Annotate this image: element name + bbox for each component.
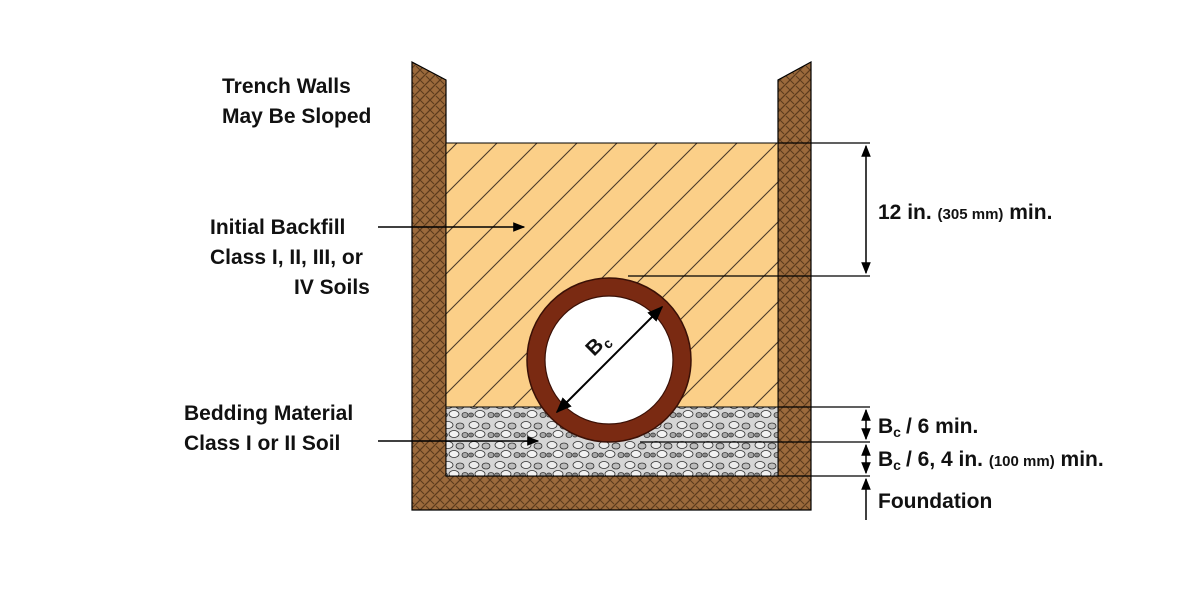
trench-walls-label-line1: Trench Walls — [222, 75, 351, 98]
initial-backfill-label-line2: Class I, II, III, or — [210, 246, 363, 269]
bedding-label-line1: Bedding Material — [184, 402, 353, 425]
cover-dimension-label: 12 in. (305 mm) min. — [878, 201, 1052, 224]
pipe-diameter-arrow — [555, 305, 664, 414]
bedding-label-line2: Class I or II Soil — [184, 432, 340, 455]
foundation-label: Foundation — [878, 490, 992, 513]
haunch-dimension-label: Bc/ 6 min. — [878, 415, 978, 440]
trench-walls-label-line2: May Be Sloped — [222, 105, 371, 128]
initial-backfill-label-line3: IV Soils — [294, 276, 370, 299]
bedding-dimension-label: Bc/ 6, 4 in. (100 mm) min. — [878, 448, 1104, 473]
initial-backfill-label-line1: Initial Backfill — [210, 216, 345, 239]
